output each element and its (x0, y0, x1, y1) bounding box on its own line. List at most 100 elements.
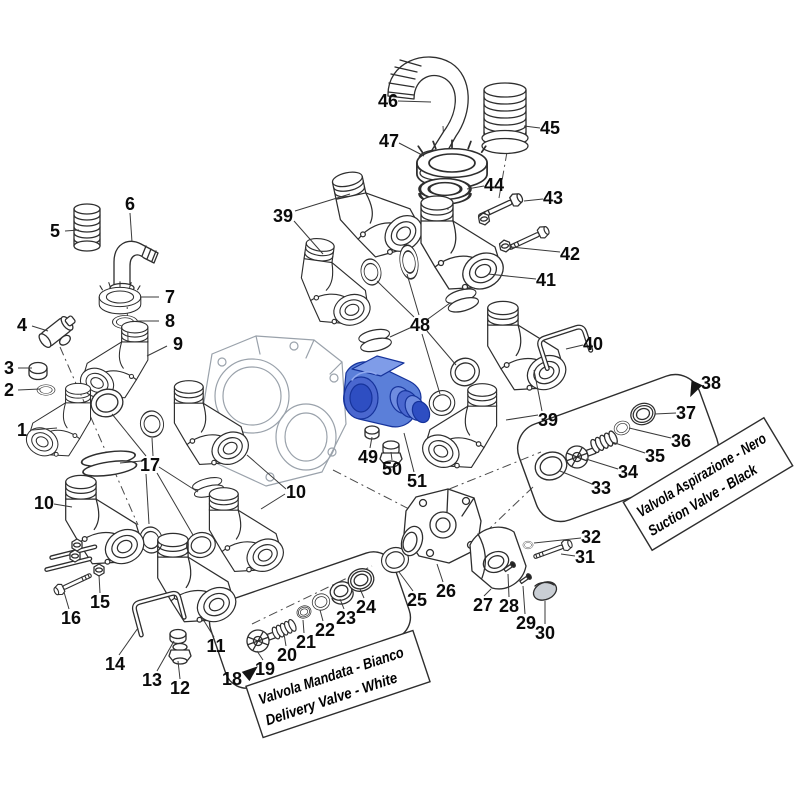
leader-line (293, 220, 324, 255)
part-number-5: 5 (50, 221, 60, 241)
part-number-15: 15 (90, 592, 110, 612)
part-number-14: 14 (105, 654, 125, 674)
part-32-washer (522, 540, 534, 550)
leader-line (64, 229, 80, 232)
part-number-33: 33 (591, 478, 611, 498)
leader-line (505, 414, 539, 421)
part-number-12: 12 (170, 678, 190, 698)
leader-line (523, 125, 541, 129)
nut (69, 549, 81, 563)
part-number-19: 19 (255, 659, 275, 679)
part-number-34: 34 (618, 462, 638, 482)
part-number-36: 36 (671, 431, 691, 451)
part-number-27: 27 (473, 595, 493, 615)
leader-line (487, 273, 537, 280)
part-number-10: 10 (34, 493, 54, 513)
leader-line (98, 574, 101, 594)
part-15-nut (93, 563, 105, 577)
part-30-cap (532, 581, 558, 601)
leader-line (294, 193, 351, 212)
center-line (431, 451, 542, 497)
part-number-28: 28 (499, 596, 519, 616)
leader-line (427, 302, 451, 320)
part-number-42: 42 (560, 244, 580, 264)
leader-line (17, 388, 41, 391)
leader-line (585, 458, 619, 470)
leader-line (302, 619, 305, 634)
leader-line (398, 571, 414, 592)
part-50-plug (379, 440, 403, 468)
part-number-44: 44 (484, 175, 504, 195)
part-number-9: 9 (173, 334, 183, 354)
triangle-marker-38 (690, 380, 703, 398)
part-number-48: 48 (410, 315, 430, 335)
part-4-valve-fitting (38, 315, 76, 349)
leader-line (246, 454, 287, 490)
leader-line (560, 553, 576, 557)
leader-line (260, 493, 286, 510)
leader-line (406, 273, 420, 316)
part-number-38: 38 (701, 373, 721, 393)
center-line (59, 346, 139, 526)
part-number-11: 11 (206, 636, 225, 656)
nut (71, 538, 83, 552)
leader-line (31, 325, 49, 332)
part-12-nut (168, 642, 192, 665)
part-number-7: 7 (165, 287, 175, 307)
leader-line (436, 563, 444, 583)
leader-lines (17, 100, 677, 680)
part-number-37: 37 (676, 403, 696, 423)
leader-line (31, 427, 58, 431)
leader-line (129, 212, 133, 243)
part-number-17: 17 (140, 455, 160, 475)
leader-line (283, 633, 287, 647)
leader-line (390, 451, 393, 461)
triangle-marker-18 (241, 666, 258, 682)
leader-line (376, 280, 415, 318)
leader-line (397, 100, 432, 103)
part-number-51: 51 (407, 471, 427, 491)
leader-line (156, 472, 194, 536)
part-number-13: 13 (142, 670, 162, 690)
part-number-25: 25 (407, 590, 427, 610)
part-number-4: 4 (17, 315, 27, 335)
part-number-18: 18 (222, 669, 242, 689)
part-27-head-cover (469, 526, 527, 590)
center-line (251, 565, 373, 625)
part-number-21: 21 (296, 632, 316, 652)
leader-line (119, 460, 142, 464)
part-number-1: 1 (17, 420, 27, 440)
part-45-hose-barb (481, 82, 529, 155)
leader-line (559, 470, 593, 485)
part-number-22: 22 (315, 620, 335, 640)
leader-line (466, 185, 485, 190)
part-number-46: 46 (378, 91, 398, 111)
leader-line (611, 441, 646, 454)
leader-line (256, 650, 264, 661)
part-number-30: 30 (535, 623, 555, 643)
part-29-screw (519, 573, 532, 585)
leader-line (533, 537, 582, 544)
leader-line (510, 246, 561, 253)
leader-line (111, 413, 147, 457)
leader-line (507, 573, 510, 598)
part-number-50: 50 (382, 459, 402, 479)
part-number-20: 20 (277, 645, 297, 665)
part-number-23: 23 (336, 608, 356, 628)
parts-artwork (20, 56, 659, 665)
leader-line (654, 412, 677, 415)
part-number-39: 39 (538, 410, 558, 430)
part-number-29: 29 (516, 613, 536, 633)
part-28-screw (503, 561, 516, 573)
leader-line (369, 436, 373, 449)
part-number-40: 40 (583, 334, 603, 354)
part-number-26: 26 (436, 581, 456, 601)
center-line (332, 469, 414, 512)
leader-line (522, 585, 526, 615)
leader-line (403, 432, 415, 473)
part-number-2: 2 (4, 380, 14, 400)
leader-line (145, 473, 150, 525)
leader-line (118, 627, 139, 656)
